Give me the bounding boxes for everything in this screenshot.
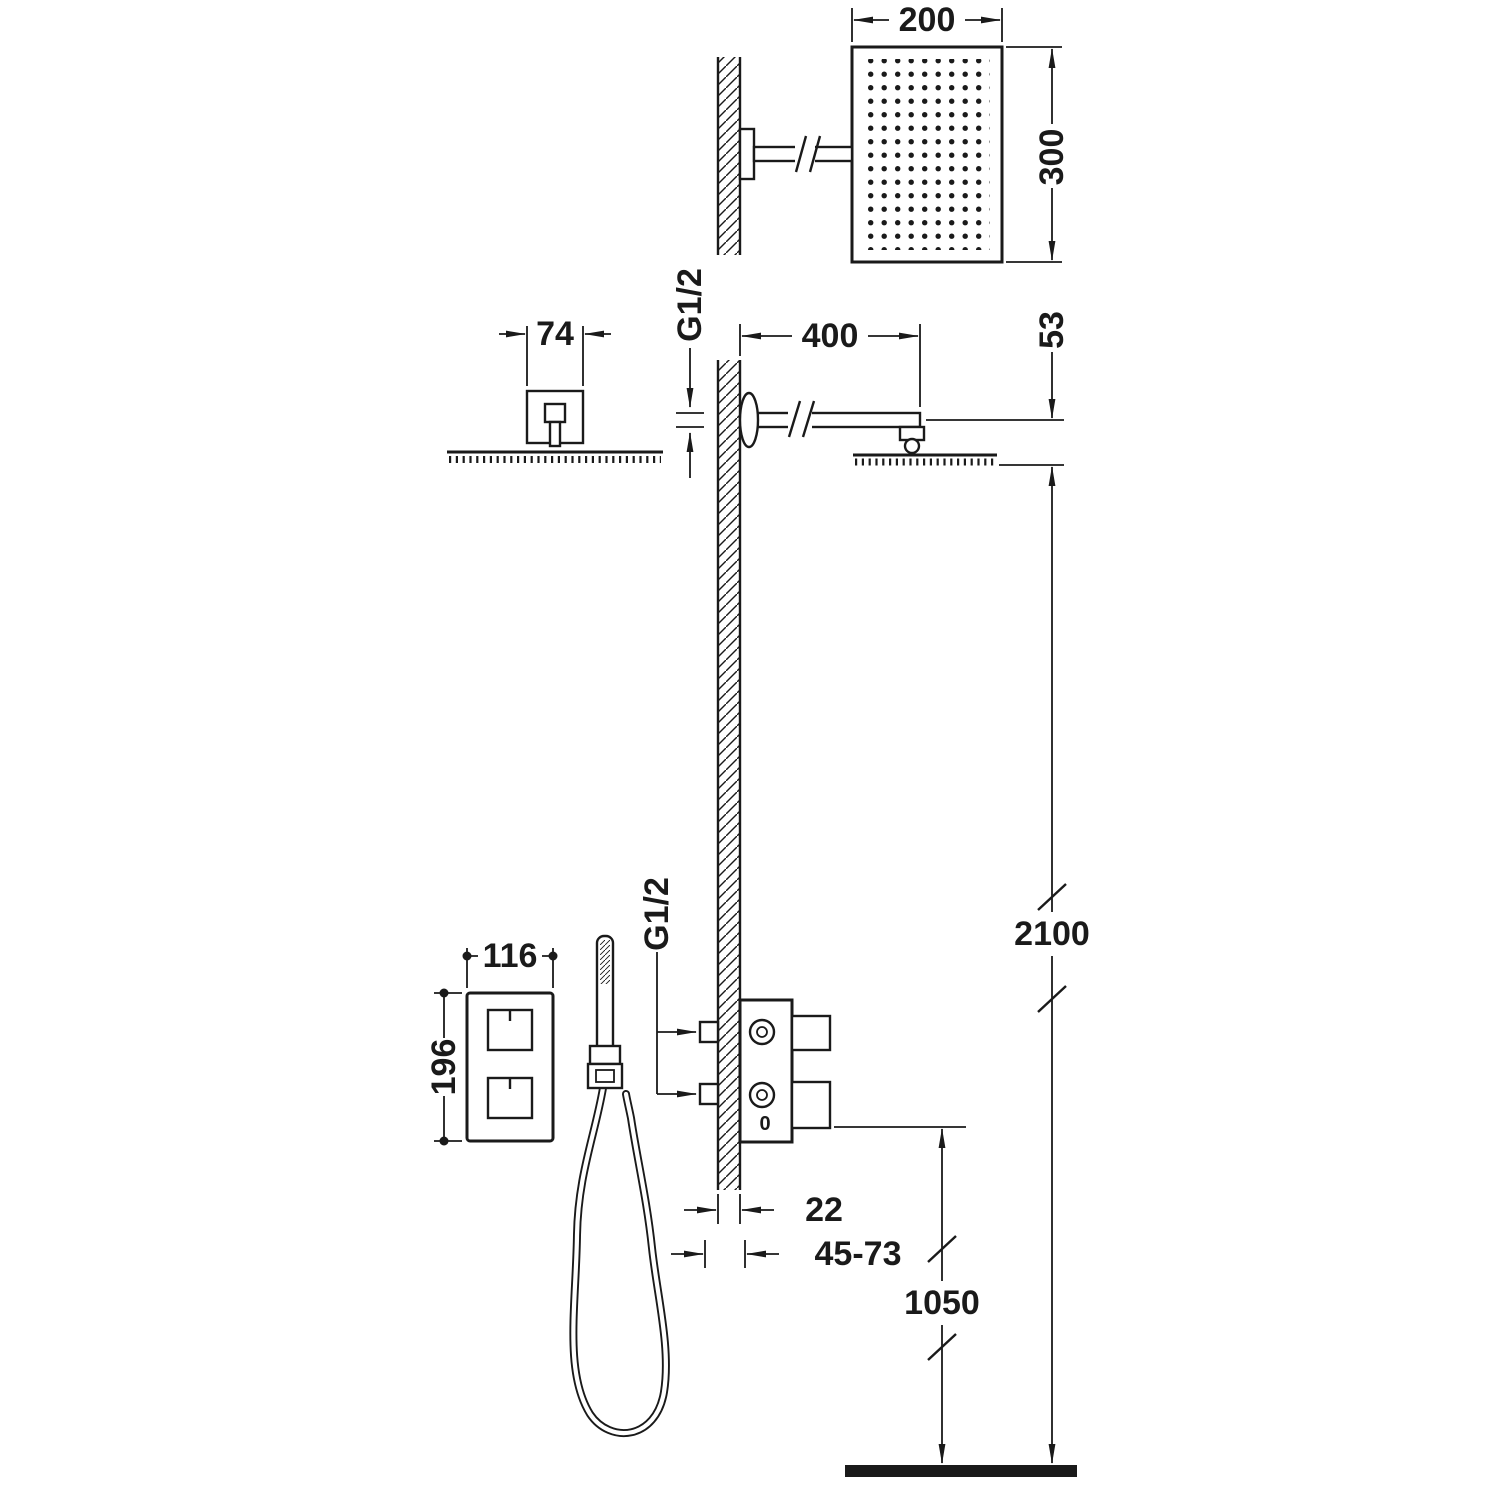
dim-break-mark [1037,883,1067,911]
dim-break-mark [927,1333,957,1361]
dim-wall-thickness: 22 [805,1191,843,1229]
wall-hatch-top [718,57,740,255]
upper-handle-side [790,1014,832,1052]
wall-section [716,57,742,1190]
flange-detail-view: 74 [447,315,663,463]
pipe-break-mark [794,135,808,173]
arm-wall-flange-front [738,127,756,181]
floor-line [845,1465,1077,1477]
mixer-front-view: 116 196 [424,937,558,1146]
spray-nozzle-grid [864,59,990,250]
flange-connector [543,402,567,424]
dim-valve-plate-width: 116 [483,937,538,975]
mixer-side-view: 0 [698,998,832,1144]
handle-zero-mark: 0 [759,1113,770,1135]
pipe-break-mark [801,400,816,438]
ball-joint [903,437,921,455]
arm-thread-callout: G1/2 [671,268,709,478]
dim-break-mark [1037,985,1067,1013]
arm-wall-flange-side [738,391,760,449]
dim-valve-height-from-floor: 1050 [904,1284,980,1322]
hose-fitting [586,1062,624,1090]
supply-stub [698,1082,720,1106]
dim-arm-flange-width: 74 [536,315,574,353]
lower-handle-side [790,1080,832,1130]
dim-overall-height-group: 2100 [1008,466,1096,1464]
wand-spray-face [600,940,610,984]
dim-install-depth-group: 45-73 [671,1235,901,1273]
cartridge-upper [748,1018,776,1046]
valve-thread-callout: G1/2 [638,877,697,1098]
valve-wall-thread-label: G1/2 [638,877,676,951]
rain-head-front-view [738,45,1004,264]
dim-arm-length: 400 [802,317,859,355]
dim-arm-drop-group: 53 [926,311,1071,466]
dim-head-height-group: 300 [1006,46,1071,263]
flange-stem [548,420,562,448]
dim-valve-height-group: 1050 [834,1126,986,1464]
pipe-break-mark [808,135,822,173]
wand-holder [588,1044,622,1066]
dim-head-width-group: 200 [851,1,1003,42]
shower-arm-side [754,411,922,429]
dim-installation-depth-range: 45-73 [815,1235,902,1273]
cartridge-lower [748,1081,776,1109]
arm-wall-thread-label: G1/2 [671,268,709,342]
dim-break-mark [927,1235,957,1263]
dim-head-height: 300 [1033,129,1071,186]
supply-stub [698,1020,720,1044]
dim-head-width: 200 [899,1,956,39]
dim-overall-height: 2100 [1014,915,1090,953]
dim-arm-to-head-drop: 53 [1033,311,1071,349]
dim-valve-plate-height: 196 [425,1039,463,1096]
pipe-break-mark [787,400,802,438]
dim-arm-length-group: 400 [739,317,921,407]
dim-wall-thickness-group: 22 [684,1191,843,1229]
hand-shower [569,934,670,1438]
arm-side-view [738,391,997,466]
wall-hatch-main [718,360,740,1190]
